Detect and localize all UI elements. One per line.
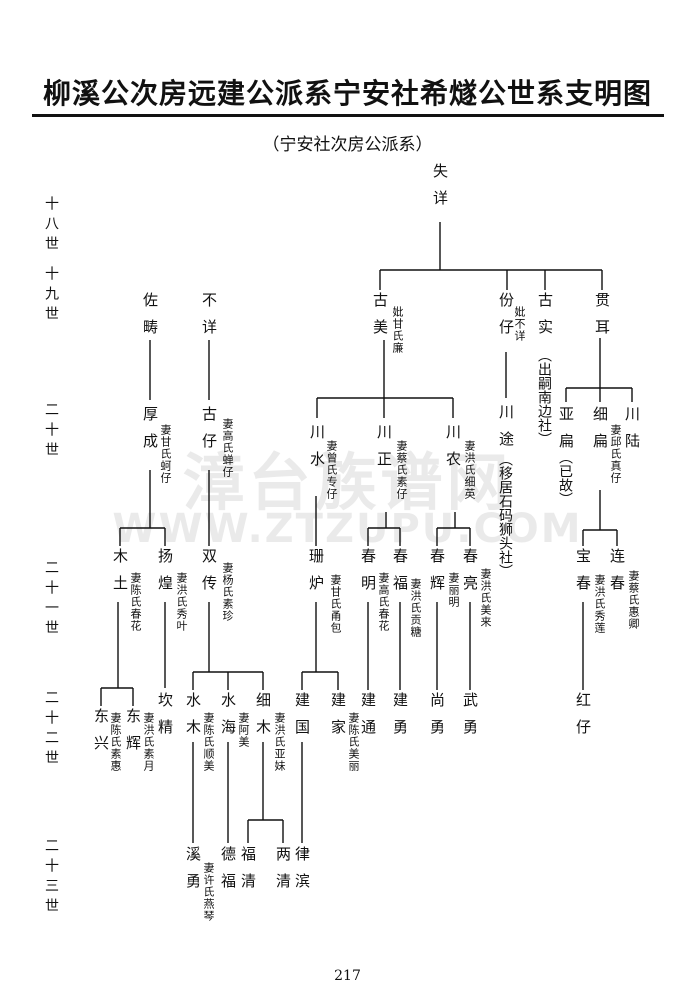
- spouse-xiyong: 妻许氏燕琴: [202, 862, 215, 922]
- person-shuimu: 水木: [184, 692, 202, 746]
- person-chunhui: 春辉: [428, 548, 446, 602]
- person-lubin: 律滨: [293, 846, 311, 900]
- spouse-chuanzheng: 妻蔡氏素仔: [395, 440, 408, 500]
- spouse-mutu: 妻陈氏春花: [129, 572, 142, 632]
- person-gumei: 古美: [371, 292, 389, 346]
- generation-label-20: 二十世: [43, 402, 59, 462]
- watermark-url: WWW.ZTZUPU.COM: [112, 506, 583, 552]
- person-kanjing: 坎精: [156, 692, 174, 746]
- page-subtitle: （宁安社次房公派系）: [262, 135, 433, 155]
- spouse-lianchun: 妻蔡氏惠卿: [627, 570, 640, 630]
- spouse-donghui: 妻洪氏素月: [142, 712, 155, 772]
- person-chuannong: 川农: [444, 424, 462, 478]
- spouse-chunming: 妻高氏春花: [377, 572, 390, 632]
- person-shangyong: 尚勇: [428, 692, 446, 746]
- watermark-text: 漳台族谱网: [182, 446, 513, 519]
- person-chuanzheng: 川正: [375, 424, 393, 478]
- generation-label-23: 二十三世: [43, 838, 59, 918]
- person-wuyong: 武勇: [461, 692, 479, 746]
- spouse-dongxing: 妻陈氏素惠: [109, 712, 122, 772]
- person-jianyong: 建勇: [391, 692, 409, 746]
- person-zuochou: 佐畴: [141, 292, 159, 346]
- spouse-chuannong: 妻洪氏细英: [463, 440, 476, 500]
- person-liangqing: 两清: [274, 846, 292, 900]
- person-gushi: 古实: [536, 292, 554, 346]
- person-chuanshui: 川水: [308, 424, 326, 478]
- person-lianchun: 连春: [608, 548, 626, 602]
- spouse-shanlu: 妻甘氏甬包: [329, 574, 342, 634]
- spouse-xibian: 妻邱氏真仔: [609, 424, 622, 484]
- person-fenzai: 份仔: [497, 292, 515, 346]
- spouse-chunfu: 妻洪氏贡糖: [409, 578, 422, 638]
- spouse-shuimu: 妻陈氏顺美: [202, 712, 215, 772]
- person-houcheng: 厚成: [141, 406, 159, 460]
- spouse-shuangchuan: 妻杨氏素珍: [221, 562, 234, 622]
- person-jianjia: 建家: [329, 692, 347, 746]
- spouse-chunhui: 妻丽明: [447, 572, 460, 608]
- person-shuihai: 水海: [219, 692, 237, 746]
- spouse-ximu: 妻洪氏亚妹: [273, 712, 286, 772]
- person-chunfu: 春福: [391, 548, 409, 602]
- person-chunming: 春明: [359, 548, 377, 602]
- person-guier: 贯耳: [593, 292, 611, 346]
- spouse-baochun: 妻洪氏秀莲: [593, 574, 606, 634]
- person-xibian: 细扁: [591, 406, 609, 460]
- person-baochun: 宝春: [574, 548, 592, 602]
- spouse-yanghuang: 妻洪氏秀叶: [175, 572, 188, 632]
- person-chuanlu: 川陆: [623, 406, 641, 460]
- person-chunliang: 春亮: [461, 548, 479, 602]
- person-fuqing: 福清: [239, 846, 257, 900]
- spouse-houcheng: 妻甘氏蚵仔: [159, 424, 172, 484]
- person-chuantu: 川途: [497, 404, 515, 458]
- person-donghui: 东辉: [124, 708, 142, 762]
- generation-label-22: 二十二世: [43, 690, 59, 770]
- person-mutu: 木土: [111, 548, 129, 602]
- person-ximu: 细木: [254, 692, 272, 746]
- person-dongxing: 东兴: [92, 708, 110, 762]
- spouse-fenzai: 妣不详: [513, 306, 526, 342]
- person-yabian: 亚扁: [557, 406, 575, 460]
- spouse-gumei: 妣甘氏廉: [391, 306, 404, 354]
- note-yabian: （已故）: [557, 450, 573, 506]
- spouse-chunliang: 妻洪氏美来: [479, 568, 492, 628]
- spouse-jianjia: 妻陈氏美丽: [347, 712, 360, 772]
- person-jianguo: 建国: [293, 692, 311, 746]
- person-shanlu: 珊炉: [307, 548, 325, 602]
- page-title: 柳溪公次房远建公派系宁安社希燧公世系支明图: [42, 77, 652, 110]
- person-xiyong: 溪勇: [184, 846, 202, 900]
- page-number: 217: [334, 968, 361, 984]
- spouse-shuihai: 妻阿美: [237, 712, 250, 748]
- note-gushi: （出嗣南边社）: [536, 348, 552, 446]
- spouse-guzai: 妻高氏蝉仔: [221, 418, 234, 478]
- generation-label-21: 二十一世: [43, 560, 59, 640]
- generation-label-19: 十九世: [43, 266, 59, 326]
- person-buxiang: 不详: [200, 292, 218, 346]
- note-chuantu: （移居石码狮头社）: [497, 452, 513, 578]
- person-yanghuang: 扬煌: [156, 548, 174, 602]
- person-jiantong: 建通: [359, 692, 377, 746]
- person-hongzai: 红仔: [574, 692, 592, 746]
- spouse-chuanshui: 妻曾氏专仔: [325, 440, 338, 500]
- person-defu: 德福: [219, 846, 237, 900]
- person-guzai: 古仔: [200, 406, 218, 460]
- title-underline: [32, 114, 664, 117]
- generation-label-18: 十八世: [43, 196, 59, 256]
- person-shixiang: 失详: [431, 163, 449, 217]
- person-shuangchuan: 双传: [200, 548, 218, 602]
